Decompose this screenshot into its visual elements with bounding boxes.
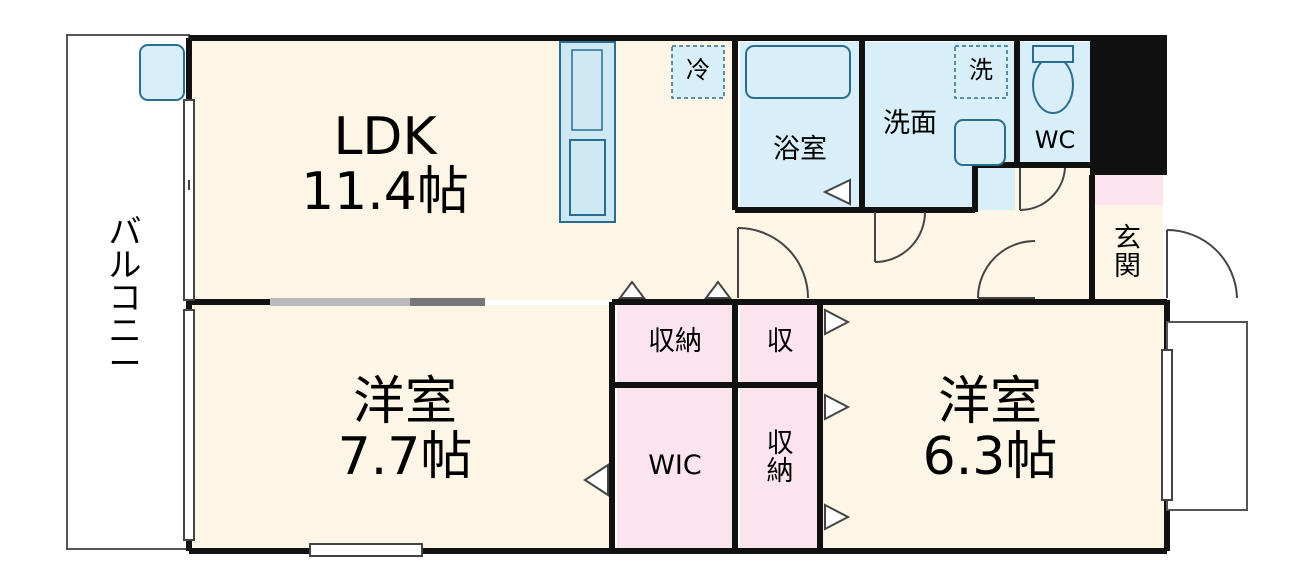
wic-area: [617, 388, 732, 548]
sliding-door-panel: [410, 298, 485, 306]
western-room-2-label: 洋室 6.3帖: [922, 372, 1058, 487]
storage-1-label: 収納: [648, 326, 702, 357]
wic-label: WIC: [648, 450, 702, 481]
left-windows: [183, 99, 195, 541]
toilet-bowl: [1032, 56, 1074, 114]
sliding-door-track: [270, 298, 485, 306]
balcony-label: バ ル コ ニ ー: [108, 212, 142, 383]
kitchen-stove: [571, 49, 603, 131]
ldk-label: LDK 11.4帖: [301, 107, 469, 222]
bathroom-label: 浴室: [773, 134, 827, 165]
hall-area: [735, 210, 1095, 300]
storage-3-label: 収 納: [766, 428, 794, 488]
pipe-space: [1090, 35, 1167, 175]
storage-1-area: [617, 305, 732, 383]
fridge-space: [671, 45, 725, 99]
bathtub: [745, 45, 851, 99]
balcony-area: [66, 34, 190, 550]
balcony-sink: [139, 44, 185, 101]
wash-basin: [954, 119, 1006, 166]
kitchen-sink: [569, 139, 606, 216]
toilet-tank: [1032, 45, 1074, 63]
ldk-area: [192, 38, 735, 300]
right-balcony: [1166, 321, 1248, 511]
washer-label: 洗: [969, 56, 993, 84]
washroom-label: 洗面: [883, 108, 937, 139]
entrance-label: 玄 関: [1114, 223, 1141, 283]
right-window: [1161, 349, 1173, 501]
western-room-2-area: [820, 305, 1164, 548]
door-swings: [737, 167, 1238, 299]
bottom-window: [309, 543, 423, 557]
fridge-label: 冷: [686, 56, 710, 84]
shoe-cabinet: [1095, 175, 1163, 205]
storage-3-area: [740, 388, 820, 548]
western-room-1-label: 洋室 7.7帖: [337, 372, 473, 487]
washer-space: [954, 45, 1008, 99]
western-room-1-area: [192, 305, 612, 548]
closet-door-markers: [583, 178, 851, 531]
storage-2-area: [740, 305, 820, 383]
storage-2-label: 収: [766, 326, 794, 357]
toilet-label: WC: [1034, 126, 1076, 154]
